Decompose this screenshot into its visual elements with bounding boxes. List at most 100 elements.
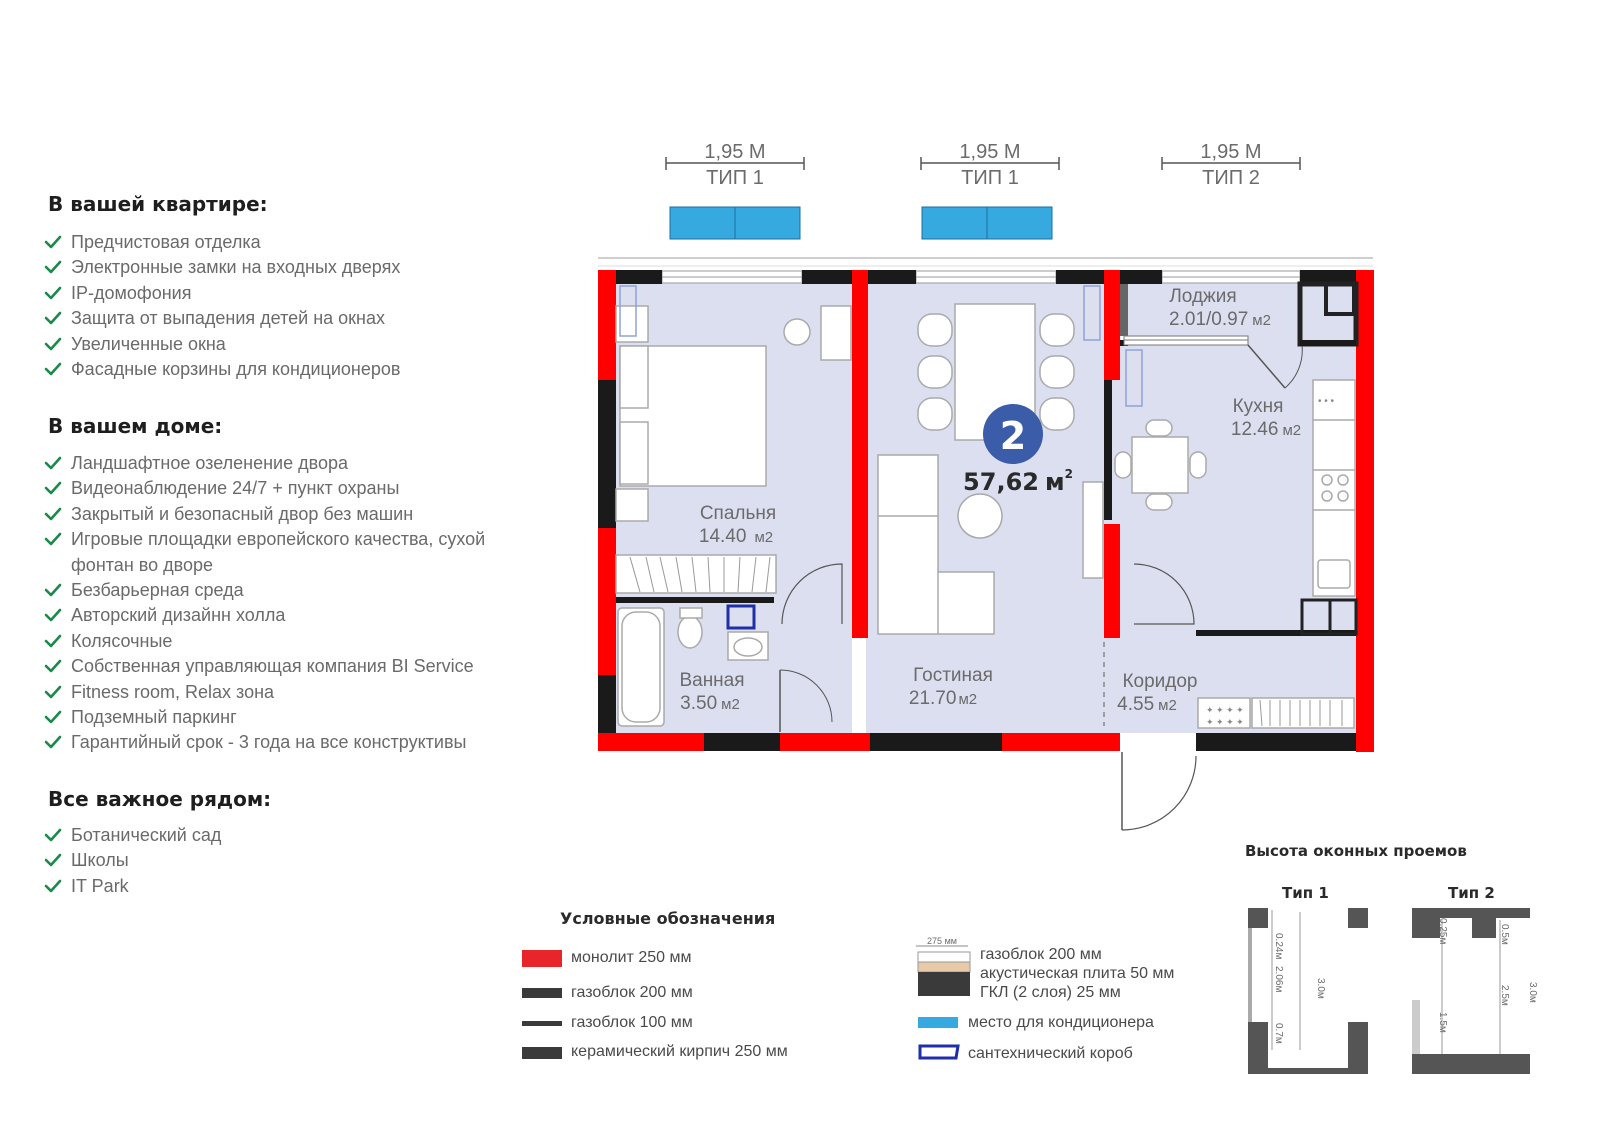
window-2-type: ТИП 1 — [961, 167, 1019, 189]
window-3-width: 1,95 М — [1200, 141, 1261, 163]
check-icon — [44, 736, 62, 749]
feature-text: Защита от выпадения детей на окнах — [71, 308, 385, 329]
section-title-nearby: Все важное рядом: — [48, 787, 272, 811]
feature-item: Fitness room, Relax зона — [44, 680, 524, 705]
feature-item: Игровые площадки европейского качества, … — [44, 527, 524, 578]
legend-composite-line-1: газоблок 200 мм — [980, 946, 1102, 963]
feature-item: Фасадные корзины для кондиционеров — [44, 357, 400, 382]
type1-mid-height: 2.06м — [1273, 966, 1284, 992]
window-2-width: 1,95 М — [959, 141, 1020, 163]
svg-text:• • •: • • • — [1318, 396, 1335, 407]
check-icon — [44, 685, 62, 698]
check-icon — [44, 311, 62, 325]
window-1-width: 1,95 М — [704, 141, 765, 163]
check-icon — [44, 456, 62, 470]
bedroom-furniture — [615, 285, 852, 594]
legend-composite-dim: 275 мм — [927, 936, 957, 946]
feature-item: Закрытый и безопасный двор без машин — [44, 502, 524, 527]
svg-text:✦ ✦ ✦ ✦: ✦ ✦ ✦ ✦ — [1206, 705, 1244, 715]
legend-composite-line-2: акустическая плита 50 мм — [980, 965, 1175, 982]
check-icon — [44, 235, 62, 249]
room-bedroom-name: Спальня — [700, 503, 776, 524]
feature-text: Предчистовая отделка — [71, 232, 261, 252]
heights-type1-label: Тип 1 — [1282, 884, 1329, 902]
feature-item: Защита от выпадения детей на окнах — [44, 306, 400, 331]
check-icon — [44, 507, 62, 521]
corridor-fixtures: ✦ ✦ ✦ ✦ ✦ ✦ ✦ ✦ — [1103, 563, 1355, 729]
room-living-unit: м2 — [958, 691, 977, 708]
room-loggia-name: Лоджия — [1169, 286, 1236, 307]
room-kitchen-area: 12.46 — [1231, 419, 1279, 440]
feature-item: IP-домофония — [44, 281, 400, 306]
monolith-walls — [598, 270, 1374, 752]
feature-text: Fitness room, Relax зона — [71, 681, 275, 702]
living-furniture — [877, 285, 1104, 635]
type1-bottom-height: 0.7м — [1273, 1023, 1284, 1044]
room-bathroom-area: 3.50 — [680, 693, 717, 714]
ac-unit-2 — [921, 206, 1053, 240]
feature-item: Гарантийный срок - 3 года на все констру… — [44, 730, 524, 755]
check-icon — [44, 879, 62, 893]
check-icon — [44, 362, 62, 376]
loggia-partition — [1120, 281, 1359, 389]
window-marker-3: 1,95 М ТИП 2 — [1161, 141, 1301, 189]
legend-composite-line-3: ГКЛ (2 слоя) 25 мм — [980, 984, 1121, 1001]
check-icon — [44, 532, 62, 546]
feature-item: Ландшафтное озеленение двора — [44, 451, 524, 476]
legend-ac: место для кондиционера — [968, 1014, 1154, 1031]
check-icon — [44, 854, 62, 867]
legend-block-100: газоблок 100 мм — [571, 1014, 693, 1031]
feature-text: Увеличенные окна — [71, 333, 226, 354]
feature-item: Электронные замки на входных дверях — [44, 255, 400, 280]
window-glazing — [661, 270, 1301, 284]
feature-item: Видеонаблюдение 24/7 + пункт охраны — [44, 476, 524, 501]
legend-block-200: газоблок 200 мм — [571, 984, 693, 1001]
room-kitchen-unit: м2 — [1282, 422, 1301, 439]
feature-item: Собственная управляющая компания BI Serv… — [44, 654, 524, 679]
room-living-area: 21.70 — [909, 688, 957, 709]
feature-item: Школы — [44, 848, 221, 873]
heights-title: Высота оконных проемов — [1245, 842, 1467, 860]
room-bedroom-unit: м2 — [754, 529, 773, 546]
rooms-count-badge: 2 — [983, 404, 1043, 464]
type2-right-height: 0.5м — [1499, 924, 1510, 945]
room-loggia-area: 2.01/0.97 — [1169, 309, 1248, 330]
check-icon — [44, 659, 62, 673]
legend-title: Условные обозначения — [560, 909, 776, 928]
total-area-superscript: 2 — [1065, 467, 1073, 481]
check-icon — [44, 828, 62, 842]
type2-total-height: 3.0м — [1527, 982, 1538, 1003]
section-title-apartment: В вашей квартире: — [48, 192, 268, 216]
check-icon — [44, 609, 62, 622]
check-icon — [44, 337, 62, 350]
kitchen-furniture: • • • — [1114, 349, 1358, 636]
room-corridor-area: 4.55 — [1117, 694, 1154, 715]
feature-text: Гарантийный срок - 3 года на все констру… — [71, 732, 467, 753]
room-bedroom-area: 14.40 — [699, 526, 747, 547]
feature-item: Предчистовая отделка — [44, 230, 400, 255]
room-corridor-unit: м2 — [1158, 697, 1177, 714]
feature-text: Видеонаблюдение 24/7 + пункт охраны — [71, 478, 400, 499]
rooms-count: 2 — [1000, 414, 1026, 458]
legend-brick: керамический кирпич 250 мм — [571, 1043, 788, 1060]
type2-low-height: 1.5м — [1437, 1012, 1448, 1033]
block-walls — [598, 270, 1356, 751]
window-height-type2: 0.25м 0.5м 2.5м 1.5м 3.0м — [1412, 908, 1538, 1074]
type2-top-height: 0.25м — [1437, 918, 1448, 944]
feature-item: Колясочные — [44, 629, 524, 654]
feature-item: Безбарьерная среда — [44, 578, 524, 603]
type2-mid-height: 2.5м — [1499, 985, 1510, 1006]
feature-text: IP-домофония — [71, 282, 192, 303]
window-marker-1: 1,95 М ТИП 1 — [665, 141, 805, 189]
check-icon — [44, 482, 62, 495]
entrance-door — [1121, 752, 1197, 831]
